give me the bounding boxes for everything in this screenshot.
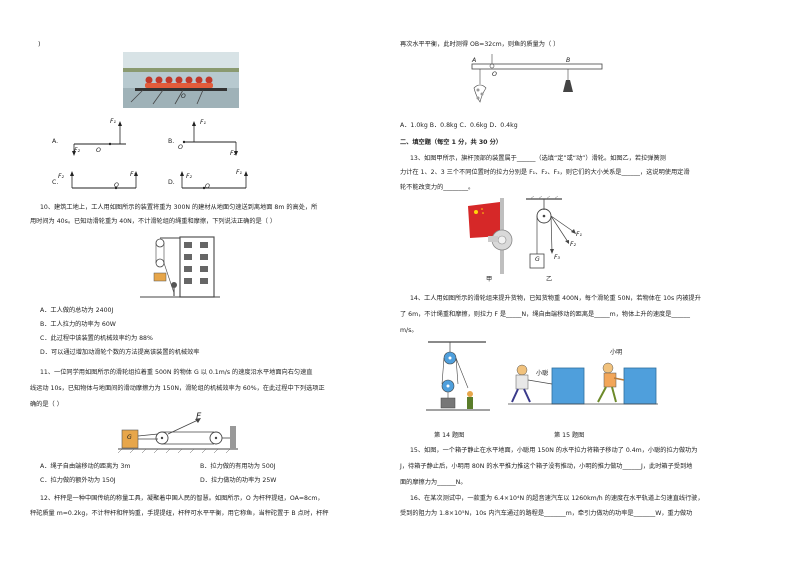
flag-pole-photo [464, 196, 522, 274]
q11-force-label: F [196, 412, 202, 422]
figure-xiaocong-label: 小聪 [536, 370, 549, 377]
section-fill-in-title: 二、填空题（每空 1 分，共 30 分） [400, 139, 502, 146]
figure-15-caption: 第 15 题图 [554, 432, 585, 439]
option-a-label: A. [52, 138, 59, 145]
q12-options: A．1.0kg B．0.8kg C．0.6kg D．0.4kg [400, 122, 518, 129]
option-c-o: O [114, 182, 119, 189]
option-d-o: O [205, 183, 210, 190]
q11-option-c: C．拉力做的额外功为 150J [40, 477, 116, 484]
figure-yi-label: 乙 [546, 276, 553, 283]
q12-stem-2: 秤砣质量 m=0.2kg，不计秤杆和秤钩重，手提提纽，杆秤可水平平衡，用它称鱼，… [30, 510, 329, 517]
svg-text:O: O [181, 93, 186, 100]
q11-pulley-diagram [118, 418, 238, 454]
q15-line-1: 15、如图，一个箱子静止在水平地面，小聪用 150N 的水平拉力将箱子移动了 0… [410, 447, 698, 454]
lever-point-o: O [492, 71, 497, 78]
q10-option-c: C．此过程中该装置的机械效率约为 88% [40, 335, 153, 342]
q10-stem-2: 用时间为 40s。已知动滑轮重为 40N，不计滑轮组的绳重和摩擦，下列说法正确的… [30, 218, 277, 225]
q11-stem-2: 线运动 10s，已知物体与地面间的滑动摩擦力为 150N，滑轮组的机械效率为 6… [30, 385, 325, 392]
question-8-tail: ) [38, 41, 41, 48]
lever-point-b: B [566, 57, 571, 64]
q15-line-3: 面的摩擦力为______N。 [400, 479, 467, 486]
force-f1-label: F₁ [576, 231, 583, 238]
force-f3-label: F₃ [554, 254, 561, 261]
q11-option-a: A．绳子自由端移动的距离为 3m [40, 463, 131, 470]
pulley-weight-label: G [535, 256, 540, 263]
steelyard-diagram [471, 54, 603, 103]
option-d-f2: F₂ [186, 173, 193, 180]
figure-jia-label: 甲 [486, 276, 493, 283]
q12-continued: 再次水平平衡，此时测得 OB=32cm，则鱼的质量为（ ） [400, 41, 560, 48]
fixed-pulley-diagram [526, 196, 576, 269]
q14-line-3: m/s。 [400, 327, 418, 334]
option-b-o: O [178, 144, 183, 151]
q14-line-2: 了 6m，不计绳重和摩擦，则拉力 F 是_____N，绳自由端移动的距离是___… [400, 311, 690, 318]
option-a-diagram [72, 121, 126, 156]
q10-stem-1: 10、建筑工地上，工人用如图所示的装置将重为 300N 的建材从地面匀速送到离地… [40, 204, 318, 211]
q16-line-1: 16、在某次测试中，一款重为 6.4×10⁴N 的超音速汽车以 1260km/h… [410, 495, 704, 502]
lever-point-a: A [472, 57, 477, 64]
q13-line-1: 13、如图甲所示，旗杆顶部的装置属于______（选填“定”或“动”）滑轮。如图… [410, 155, 666, 162]
q15-line-2: J，待箱子静止后，小明用 80N 的水平推力推这个箱子没有推动，小明的推力做功_… [400, 463, 693, 470]
option-b-label: B. [168, 138, 175, 145]
option-d-label: D. [168, 179, 175, 186]
q11-option-d: D．拉力做功的功率为 25W [200, 477, 277, 484]
rowing-photo: O [123, 52, 239, 108]
option-d-f1: F₁ [236, 169, 243, 176]
option-b-f2: F₂ [230, 150, 237, 157]
q10-building-diagram [140, 236, 220, 298]
option-b-diagram [182, 121, 238, 156]
q10-option-a: A．工人做的总功为 2400J [40, 307, 114, 314]
q14-pulley-figure [426, 341, 490, 411]
option-d-diagram [180, 171, 248, 190]
option-c-diagram [70, 171, 138, 190]
figure-xiaoming-label: 小明 [610, 349, 623, 356]
option-c-f2: F₂ [58, 173, 65, 180]
q13-line-3: 轮不能改变力的________。 [400, 184, 475, 191]
option-b-f1: F₁ [200, 119, 207, 126]
option-c-label: C. [52, 179, 59, 186]
q12-stem-1: 12、杆秤是一种中国传统的称量工具，凝聚着中国人民的智慧。如图所示，O 为杆秤提… [40, 495, 324, 502]
option-a-o: O [96, 147, 101, 154]
q11-stem-3: 确的是（ ） [30, 401, 63, 408]
q15-box-figure [508, 362, 658, 405]
q10-option-b: B．工人拉力的功率为 60W [40, 321, 116, 328]
option-a-f2: F₂ [74, 147, 81, 154]
figure-14-caption: 第 14 题图 [434, 432, 465, 439]
option-c-f1: F₁ [130, 171, 137, 178]
q11-stem-1: 11、一位同学用如图所示的滑轮组拉着重 500N 的物体 G 以 0.1m/s … [40, 369, 313, 376]
option-a-f1: F₁ [110, 118, 117, 125]
q11-weight-label: G [127, 434, 132, 441]
q14-line-1: 14、工人用如图所示的滑轮组来提升货物，已知货物重 400N，每个滑轮重 50N… [410, 295, 701, 302]
q13-line-2: 力计在 1、2、3 三个不同位置时的拉力分别是 F₁、F₂、F₃，则它们的大小关… [400, 169, 690, 176]
q10-option-d: D．可以通过增加动滑轮个数的方法提高该装置的机械效率 [40, 349, 200, 356]
q16-line-2: 受到的阻力为 1.8×10⁵N，10s 内汽车通过的路程是_______m，牵引… [400, 510, 693, 517]
q11-option-b: B．拉力做的有用功为 500J [200, 463, 276, 470]
force-f2-label: F₂ [570, 241, 577, 248]
